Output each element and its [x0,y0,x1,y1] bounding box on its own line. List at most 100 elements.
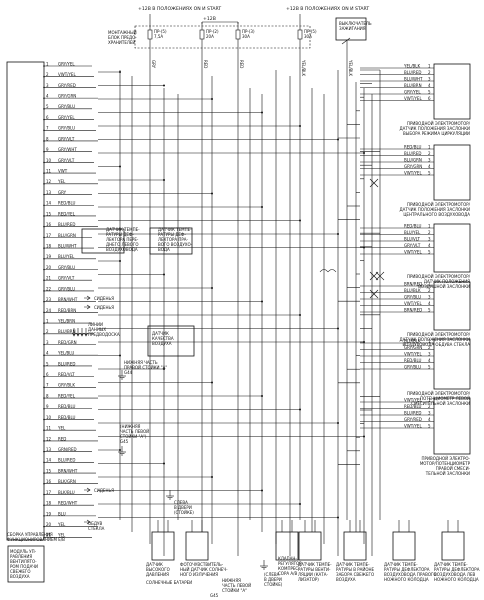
actuator-label: ДАТЧИК ПОЛОЖЕНИЯ [424,279,470,284]
wire-code: GRY/GRN [404,345,422,350]
output-arrow-icon [84,519,91,525]
connector-pin-dot [43,150,45,153]
component-frame [151,531,175,561]
splice-dot [163,273,165,276]
connector-pin-dot [43,215,45,217]
actuator-label: ВОЗДУШНОЙ ЗАСЛОНКИ [418,284,470,289]
component-frame [441,531,465,561]
ground-note: В ДВЕРИ [174,505,192,510]
wire-code: VWT/YEL [404,351,422,356]
blower-module-frame [7,545,45,583]
connector-pin-dot [43,365,45,367]
component-label: ЛЯЦИИ (КАТА- [298,572,328,577]
wire-code: GRY/GRN [404,164,422,169]
air-quality-sensor-label: ДАТЧИК [152,331,169,336]
connector-pin-dot [43,525,45,528]
splice-dot [119,260,121,262]
component-frame [298,531,322,561]
connector-pin: 3 [428,236,431,241]
connector-pin: 20 [46,522,52,527]
actuator-label: ПРИВОДНОЙ ЭЛЕКТРОМОТОР/ [407,332,471,337]
component-label: КЛАПАН- [278,556,297,561]
connector-pin: 5 [428,307,431,312]
connector-pin: 1 [46,61,49,66]
wire-code: BLU/GRN [404,157,422,162]
fuse-rating: 30А [242,34,250,39]
ground-note: (СЛЕВА [264,572,280,577]
splice-dot [337,233,339,235]
evap-sensor-right-label: ЛЕКТОРА ПРА- [158,237,189,242]
actuator-label: ПРИВОДНОЙ ЭЛЕКТРОМОТОР/ [407,121,471,126]
connector-pin: 23 [46,297,52,302]
fuse-name: ПР-(3) [242,29,255,34]
actuator-label: ПРИВОДНОЙ ЭЛЕКТРО- [422,456,471,461]
connector-pin: 19 [46,511,52,516]
lower-outputs: СИДЕНЬЯ ОБДУВ СТЕКЛА [88,488,114,531]
power-label-run-start-1: +12В В ПОЛОЖЕНИЯХ ON И START [138,6,221,12]
component-label: ЗАБОРА СВЕЖЕГО [336,572,374,577]
splice-dot [261,206,263,208]
ground-symbols [118,370,268,570]
component-label: ДАТЧИК ТЕМПЕ- [298,562,332,567]
wire-code: YEL [57,522,66,527]
fuse-rating: 20А [206,34,214,39]
connector-pin: 5 [428,170,431,175]
fuse-block-label-line: МОНТАЖНЫЙ [108,30,137,35]
wire-code: RED [58,436,66,441]
connector-pin: 3 [46,83,49,88]
component-label: НОЖНОГО КОЛОДЦА [384,577,429,582]
splice-dot [163,179,165,181]
splice-dot [211,192,213,195]
actuator-frame [433,338,471,390]
actuator-label: ВОЗДУХОВОДА ОБДУВА СТЕКЛА [403,342,471,347]
connector-pin: 11 [46,426,52,431]
power-label-run-start-2: +12В В ПОЛОЖЕНИЯХ ON И START [286,6,369,12]
wire-code: GRY/BLU [404,294,421,299]
splice-dot [163,462,165,465]
data-line-arrow-icon [80,328,84,337]
connector-pin-dot [43,65,45,67]
fuse-name: ПР-(2) [206,29,219,34]
wire-code: RED/BLU [404,144,422,149]
wire-code: RED/VLT [58,372,75,377]
component-label: ВЫСОКОГО [146,567,170,572]
connector-pin: 14 [46,458,52,463]
wire-code: RED/GRN [58,340,77,345]
air-quality-sensor-frame [147,325,195,357]
connector-pin: 21 [46,276,52,281]
actuator-label: СМЕСИТЕЛЬНОЙ ЗАСЛОНКИ [411,401,470,406]
left-post-note: (НИЖНЯЯ ЧАСТЬ ЛЕВОЙ СТОЙКИ "А") G45 [120,424,149,444]
component-label: РАТУРЫ ДЕФЛЕКТОРА [434,567,480,572]
wire-code: VWT/YEL [404,249,422,254]
post-note: G44 [124,370,133,375]
connector-pin: 20 [46,265,52,270]
connector-pin: 6 [46,372,49,377]
fuse-rating: 7,5А [154,34,163,39]
connector-pin-dot [43,183,45,185]
component-label: ЛИЗАТОР) [298,577,319,582]
component-label: РАТУРЫ ВЕНТИ- [298,567,331,572]
connector-pin-dot [43,75,45,78]
wire-code: RED/YEL [58,211,76,216]
evap-sensor-right-label: ВОГО ВОЗДУХО- [158,242,193,247]
splice-dot [299,125,301,127]
control-unit-label: ФУНКЦИОНИРОВАНИЕМ E/B [7,537,65,542]
actuator-label: ТЕЛЬНОЙ ЗАСЛОНКИ [425,471,470,476]
connector-pin: 9 [46,147,49,152]
splice-dot [299,408,301,411]
wire-code: VWT/YEL [404,96,422,101]
evap-sensor-left-label: ДАТЧИК ТЕМПЕ- [106,227,140,232]
splice-dot [363,435,365,438]
wire-code: GRY/BLU [58,265,75,270]
dimming-label: ДАННЫХ [88,327,106,332]
ground-note: НИЖНЯЯ [222,578,241,583]
connector-pin-dot [43,482,45,485]
wire-code: GRY/YEL [58,115,75,120]
dimming-label: ПРЕДВОДОСКА [88,332,120,337]
connector-pin: 4 [428,358,431,363]
wire-code: BLU [58,511,66,516]
air-quality-sensor-label: ВОЗДУХА [152,341,172,346]
actuator-label: ПРАВОЙ СМЕСИ- [436,466,471,471]
connector-pin: 2 [46,329,49,334]
component-label: ДАТЧИК ТЕМПЕ- [336,562,370,567]
